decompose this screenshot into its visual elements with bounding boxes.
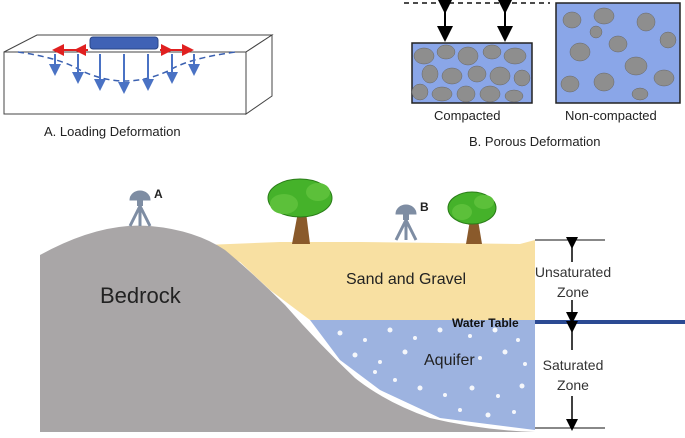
- aquifer-label: Aquifer: [424, 352, 475, 369]
- loading-deformation-panel: [3, 34, 274, 115]
- block-side-face: [245, 34, 273, 115]
- aquifer-bubbles: [337, 327, 527, 418]
- subsidence-arrows: [49, 54, 200, 94]
- compaction-arrows: [437, 0, 513, 42]
- sand-layer: [205, 240, 535, 320]
- saturated-zone-label: Saturated Zone: [542, 357, 604, 393]
- instrument-b-label: B: [420, 200, 429, 214]
- instrument-a-icon: [128, 190, 152, 227]
- loading-deformation-caption: A. Loading Deformation: [44, 124, 181, 139]
- tree-right: [447, 191, 497, 244]
- compacted-label: Compacted: [434, 108, 501, 123]
- load-slab: [89, 36, 159, 50]
- instrument-a-label: A: [154, 187, 163, 201]
- noncompacted-label: Non-compacted: [565, 108, 657, 123]
- water-table-label: Water Table: [452, 316, 519, 330]
- aquifer-layer: [310, 320, 535, 430]
- noncompacted-grains: [560, 7, 677, 101]
- porous-deformation-panel: [404, 0, 681, 104]
- tree-left: [267, 178, 333, 244]
- bedrock: [40, 225, 535, 432]
- sand-gravel-label: Sand and Gravel: [346, 271, 467, 288]
- instrument-b-icon: [394, 204, 418, 241]
- unsaturated-zone-label: Unsaturated Zone: [534, 264, 612, 300]
- cross-section: [40, 225, 685, 432]
- bedrock-label: Bedrock: [100, 283, 181, 308]
- compacted-grains: [411, 44, 531, 103]
- porous-deformation-caption: B. Porous Deformation: [469, 134, 601, 149]
